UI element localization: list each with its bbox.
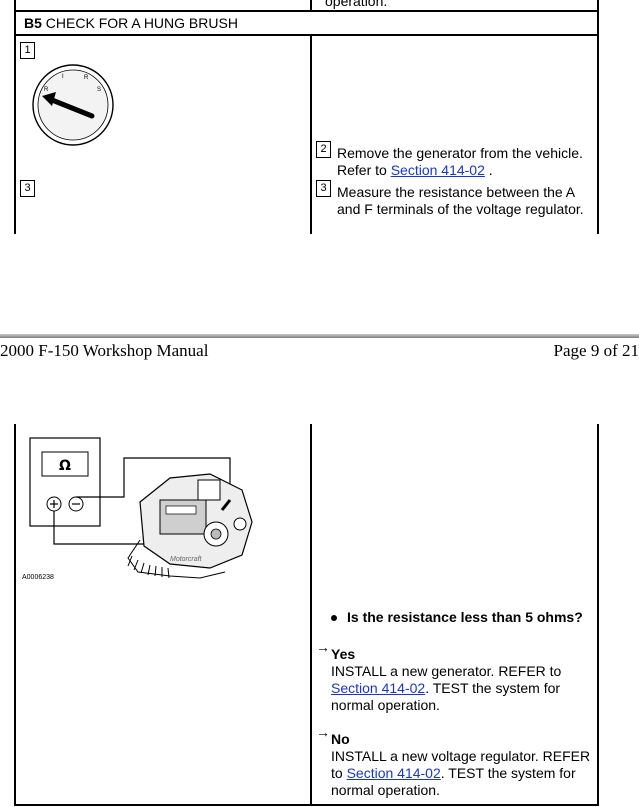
table-right-border [597,0,599,234]
generator-resistance-diagram: Ω Motorcraft [29,437,253,579]
page-number: Page 9 of 21 [553,341,639,360]
section-414-02-link[interactable]: Section 414-02 [390,162,485,178]
bottom-border [14,804,599,806]
step-number-3: 3 [316,180,331,197]
prev-row-text: operation. [325,0,388,9]
bullet-icon [331,615,337,622]
step-2-instruction: Remove the generator from the vehicle. R… [337,145,583,178]
figure-id: A0006238 [22,574,54,581]
ignition-switch-diagram: R I R S [32,64,114,146]
no-arrow-icon: → [316,724,330,740]
page-separator [0,334,639,338]
bottom-left-border [14,424,16,805]
table-divider-top [310,0,312,10]
generator-brand: Motorcraft [170,556,203,563]
no-instruction-end: . TEST the system for normal operation. [331,765,576,798]
step-number-2: 2 [316,141,331,158]
question-text: Is the resistance less than 5 ohms? [347,609,583,625]
step-2-period: . [488,162,493,178]
yes-arrow-icon: → [316,639,330,655]
section-header: B5 CHECK FOR A HUNG BRUSH [24,15,238,32]
yes-instruction: INSTALL a new generator. REFER to [331,663,562,679]
table-divider [310,34,312,234]
svg-text:I: I [62,74,64,80]
step-3-text: Measure the resistance between the A and… [337,184,584,217]
no-label: No [331,731,350,747]
bottom-right-border [597,424,599,805]
svg-text:R: R [44,87,49,93]
yes-text: INSTALL a new generator. REFER to Sectio… [331,663,593,714]
ohm-symbol: Ω [59,458,71,474]
section-title: CHECK FOR A HUNG BRUSH [45,15,238,31]
voltage-regulator [159,499,207,535]
step-number-1: 1 [20,42,35,59]
step-number-3-left: 3 [20,180,35,197]
no-text: INSTALL a new voltage regulator. REFER t… [331,748,593,799]
question-item: Is the resistance less than 5 ohms? [331,609,583,626]
header-top-border [14,10,599,12]
section-code: B5 [24,15,42,31]
bottom-divider [310,424,312,805]
no-instruction: INSTALL a new voltage regulator. REFER t… [331,748,591,781]
step-2-text: Remove the generator from the vehicle. R… [337,145,592,179]
no-section-link[interactable]: Section 414-02 [346,765,441,781]
header-bottom-border [14,34,599,36]
ohmmeter-display [41,451,89,477]
svg-text:S: S [97,87,101,93]
table-left-border [14,0,16,234]
yes-label: Yes [331,646,356,662]
yes-section-link[interactable]: Section 414-02 [331,680,426,696]
ohmmeter-body [29,437,101,527]
svg-text:R: R [84,75,89,81]
yes-instruction-end: . TEST the system for normal operation. [331,680,561,713]
manual-title: 2000 F-150 Workshop Manual [0,341,209,360]
